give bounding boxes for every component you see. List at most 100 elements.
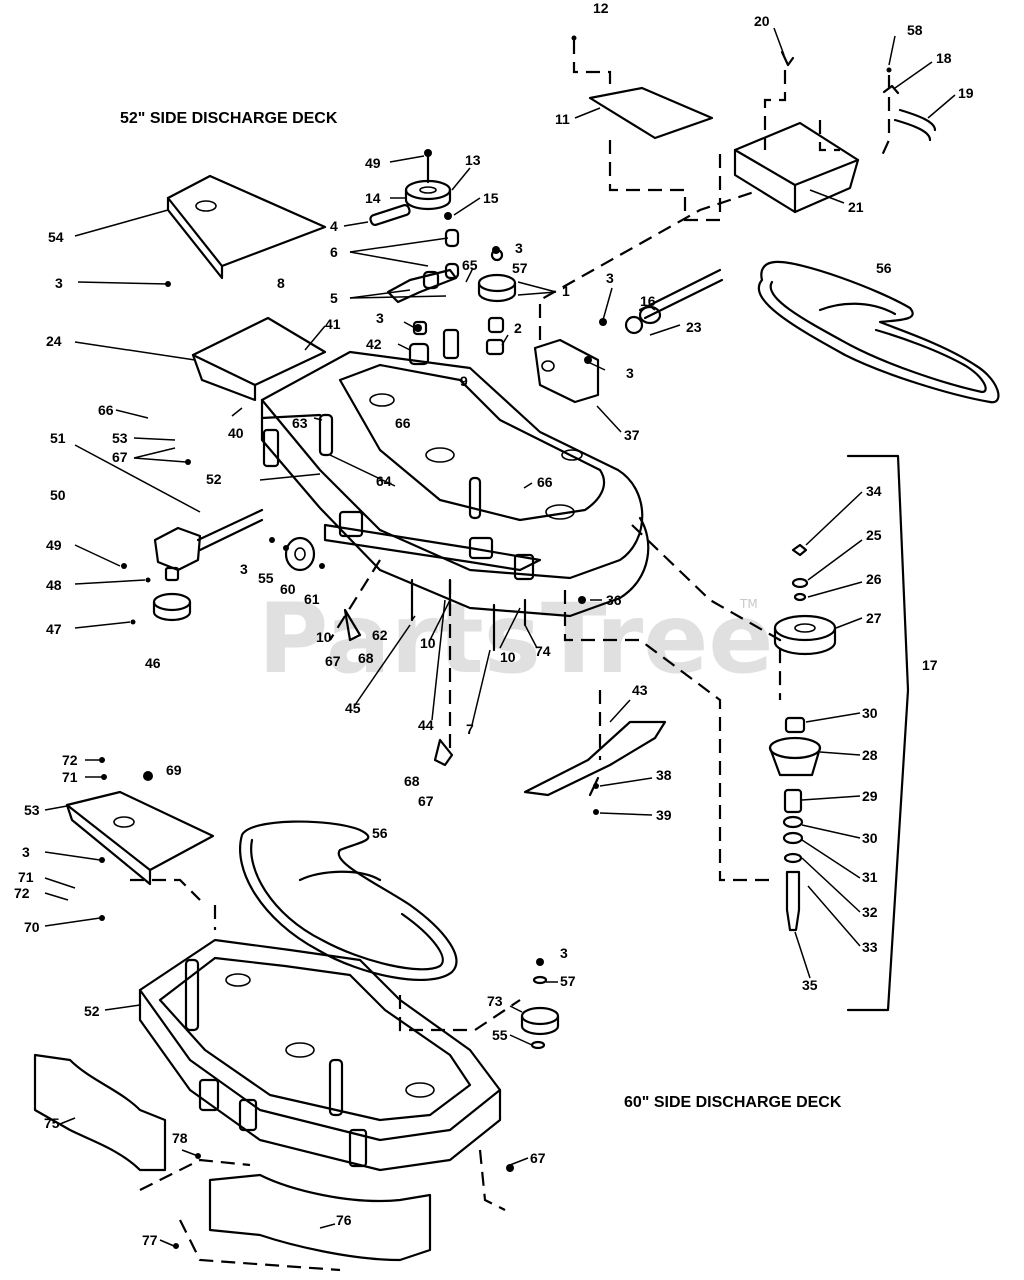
callout-26: 26: [866, 571, 882, 587]
callout-24: 24: [46, 333, 62, 349]
callout-72-top: 72: [62, 752, 78, 768]
top-plate-11: [588, 86, 714, 140]
belt-56-bottom: [239, 820, 458, 982]
callout-74: 74: [535, 643, 551, 659]
watermark-tm: TM: [739, 597, 758, 611]
dash-62: [329, 559, 381, 641]
callout-52-bottom: 52: [84, 1003, 100, 1019]
callout-17: 17: [922, 657, 938, 673]
dash-shaft: [538, 188, 761, 340]
baffle-76: [208, 1173, 432, 1262]
callout-3-gearbox: 3: [626, 365, 634, 381]
callout-29: 29: [862, 788, 878, 804]
callout-78: 78: [172, 1130, 188, 1146]
callout-23: 23: [686, 319, 702, 335]
callout-55-top: 55: [258, 570, 274, 586]
callout-34: 34: [866, 483, 882, 499]
callout-3-left: 3: [55, 275, 63, 291]
callout-66-right: 66: [537, 474, 553, 490]
callout-50: 50: [50, 487, 66, 503]
callout-labels: 12 20 58 18 19 11 21 49 13 14 15 54 4 3 …: [14, 0, 974, 1248]
callout-13: 13: [465, 152, 481, 168]
callout-45: 45: [345, 700, 361, 716]
callout-51: 51: [50, 430, 66, 446]
callout-56-bottom: 56: [372, 825, 388, 841]
callout-3-top: 3: [515, 240, 523, 256]
callout-11: 11: [555, 111, 570, 127]
callout-58: 58: [907, 22, 923, 38]
callout-49-left: 49: [46, 537, 62, 553]
dash-21-right: [818, 120, 840, 152]
callout-3-bottom-right: 3: [560, 945, 568, 961]
callout-61: 61: [304, 591, 320, 607]
bolt-4: [369, 204, 411, 226]
leader-12: [572, 40, 612, 88]
callout-10-left: 10: [316, 629, 332, 645]
callout-21: 21: [848, 199, 864, 215]
callout-77: 77: [142, 1232, 158, 1248]
pulley-73: [520, 958, 560, 1050]
callout-44: 44: [418, 717, 434, 733]
callout-49-top: 49: [365, 155, 381, 171]
callout-14: 14: [365, 190, 381, 206]
callout-66-left: 66: [98, 402, 114, 418]
belt-56-top: [758, 260, 1000, 404]
callout-7: 7: [466, 721, 474, 737]
callout-42: 42: [366, 336, 382, 352]
callout-43: 43: [632, 682, 648, 698]
callout-75: 75: [44, 1115, 60, 1131]
hardware-top: [571, 35, 937, 142]
dash-70: [130, 878, 201, 901]
callout-3-bottom-left: 3: [22, 844, 30, 860]
cover-24: [191, 316, 327, 402]
callout-18: 18: [936, 50, 952, 66]
callout-63: 63: [292, 415, 308, 431]
pulley-60: [284, 536, 316, 572]
baffle-75: [33, 1053, 167, 1172]
callout-69: 69: [166, 762, 182, 778]
callout-16: 16: [640, 293, 656, 309]
deck-52-title: 52" SIDE DISCHARGE DECK: [120, 110, 338, 127]
drive-shaft-16: [533, 268, 724, 404]
watermark: PartsTree: [258, 583, 773, 695]
callout-3-right: 3: [606, 270, 614, 286]
callout-67-bottom-right: 67: [530, 1150, 546, 1166]
callout-53-top: 53: [112, 430, 128, 446]
pulley-46: [152, 592, 192, 622]
callout-48: 48: [46, 577, 62, 593]
callout-25: 25: [866, 527, 882, 543]
gearbox-50: [153, 508, 264, 582]
callout-65: 65: [462, 257, 478, 273]
callout-5: 5: [330, 290, 338, 306]
callout-28: 28: [862, 747, 878, 763]
callout-32: 32: [862, 904, 878, 920]
spacer-9: [442, 328, 460, 360]
callout-76: 76: [336, 1212, 352, 1228]
callout-31: 31: [862, 869, 878, 885]
callout-56-top: 56: [876, 260, 892, 276]
callout-57-top: 57: [512, 260, 528, 276]
callout-71-bottom: 71: [18, 869, 34, 885]
callout-62: 62: [372, 627, 388, 643]
callout-46: 46: [145, 655, 161, 671]
leader-lines: [44, 27, 956, 1247]
callout-47: 47: [46, 621, 62, 637]
pulley-14: [404, 149, 452, 211]
dash-58: [878, 75, 891, 161]
pulley-1: [477, 248, 517, 303]
callout-54: 54: [48, 229, 64, 245]
dash-77: [179, 1219, 341, 1272]
dash-11-21: [608, 140, 722, 222]
callout-19: 19: [958, 85, 974, 101]
callout-2: 2: [514, 320, 522, 336]
dash-deck-spindle: [631, 524, 782, 700]
callout-30-bottom: 30: [862, 830, 878, 846]
callout-67-bottom: 67: [418, 793, 434, 809]
deck-60-frame: [138, 938, 502, 1172]
cover-53: [65, 790, 215, 886]
callout-67-left: 67: [112, 449, 128, 465]
callout-67-mid: 67: [325, 653, 341, 669]
callout-4: 4: [330, 218, 338, 234]
callout-30-top: 30: [862, 705, 878, 721]
callout-52-top: 52: [206, 471, 222, 487]
